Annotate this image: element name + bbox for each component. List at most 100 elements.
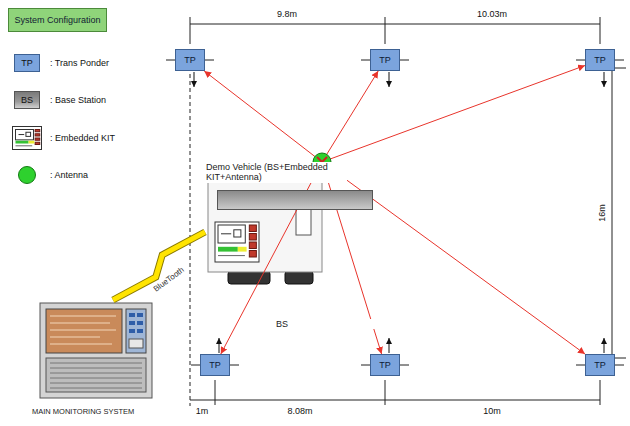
demo-vehicle: BSDemo Vehicle (BS+Embedded KIT+Antenna) bbox=[205, 162, 322, 272]
transponder-label: TP bbox=[379, 360, 391, 370]
dimension-lines-part bbox=[600, 17, 601, 44]
kit-body bbox=[13, 127, 42, 150]
kit-button bbox=[249, 225, 256, 232]
kit-screen-box bbox=[26, 132, 31, 136]
dimension-lines-part bbox=[190, 400, 600, 401]
monitoring-cabinet-part bbox=[46, 358, 146, 392]
dimension-lines-part bbox=[385, 17, 386, 44]
transponder-tick bbox=[576, 60, 585, 61]
kit-body bbox=[215, 222, 259, 262]
kit-icon bbox=[12, 126, 42, 150]
kit-bar bbox=[29, 141, 35, 144]
monitoring-cabinet-part bbox=[50, 330, 116, 331]
node-label: BS bbox=[275, 319, 417, 329]
transponder-box: TP bbox=[370, 49, 400, 71]
monitoring-cabinet-part bbox=[137, 321, 143, 325]
direction-arrow bbox=[604, 72, 605, 87]
dimension-label: 16m bbox=[597, 204, 607, 222]
transponder-label: TP bbox=[594, 360, 606, 370]
kit-screen-line bbox=[19, 134, 25, 135]
kit-button bbox=[35, 130, 40, 132]
kit-screen bbox=[218, 225, 245, 243]
dimension-lines-part bbox=[600, 380, 601, 405]
grille-line bbox=[50, 368, 142, 369]
transponder-box: TP bbox=[200, 354, 230, 376]
legend-text: : Base Station bbox=[50, 95, 106, 105]
title-text: System Configuration bbox=[14, 15, 100, 25]
dimension-label: 10m bbox=[483, 406, 501, 416]
grille-line bbox=[50, 373, 142, 374]
bluetooth-link bbox=[113, 232, 205, 300]
transponder-tick bbox=[191, 365, 200, 366]
kit-screen-line bbox=[221, 233, 231, 234]
grille-line bbox=[50, 378, 142, 379]
transponder-box: TP bbox=[585, 49, 615, 71]
node-label: Demo Vehicle (BS+Embedded KIT+Antenna) bbox=[205, 162, 347, 183]
kit-line bbox=[16, 145, 33, 146]
monitoring-cabinet-part bbox=[129, 321, 135, 325]
legend-text: : Embedded KIT bbox=[50, 133, 115, 143]
dimension-lines-part bbox=[190, 24, 600, 25]
monitoring-cabinet-part bbox=[129, 313, 135, 317]
vehicle-drawing-part bbox=[215, 222, 259, 262]
transponder-tick bbox=[576, 365, 585, 366]
bluetooth-bolt-outline bbox=[113, 232, 205, 300]
direction-arrow bbox=[389, 338, 390, 353]
transponder-tick bbox=[166, 60, 175, 61]
transponder-tick bbox=[205, 60, 214, 61]
transponder-tick bbox=[615, 60, 624, 61]
kit-bar bbox=[238, 247, 247, 252]
transponder-tick bbox=[361, 60, 370, 61]
dimension-lines-part bbox=[215, 380, 216, 405]
kit-button bbox=[35, 138, 40, 140]
dimension-lines-part bbox=[385, 380, 386, 405]
grille-line bbox=[50, 388, 142, 389]
monitoring-cabinet-part bbox=[126, 309, 146, 353]
monitoring-cabinet-part bbox=[50, 363, 142, 388]
node-label: MAIN MONITORING SYSTEM bbox=[32, 407, 134, 416]
dimension-label: 9.8m bbox=[277, 9, 297, 19]
transponder-tick bbox=[230, 365, 239, 366]
legend-swatch: TP bbox=[14, 54, 40, 72]
dimension-lines-part bbox=[190, 17, 191, 44]
monitoring-cabinet-part bbox=[40, 303, 152, 398]
transponder-box: TP bbox=[370, 354, 400, 376]
transponder-box: TP bbox=[175, 49, 205, 71]
direction-arrow bbox=[604, 338, 605, 353]
monitoring-cabinet-part bbox=[50, 316, 116, 317]
transponder-label: TP bbox=[594, 55, 606, 65]
transponder-label: TP bbox=[379, 55, 391, 65]
dimension-lines bbox=[190, 17, 626, 406]
transponder-tick bbox=[400, 365, 409, 366]
transponder-label: TP bbox=[209, 360, 221, 370]
base-station-box: BS bbox=[217, 190, 373, 210]
grille-line bbox=[50, 363, 142, 364]
legend-text: : Trans Ponder bbox=[50, 58, 109, 68]
transponder-marks bbox=[166, 60, 624, 365]
radio-link bbox=[322, 71, 378, 162]
direction-arrow bbox=[194, 72, 195, 87]
transponder-tick bbox=[361, 365, 370, 366]
dimension-lines-part bbox=[612, 68, 613, 358]
radio-link bbox=[204, 71, 322, 162]
monitoring-cabinet-part bbox=[46, 309, 122, 353]
vehicle-drawing-part bbox=[285, 271, 313, 284]
kit-screen bbox=[16, 130, 34, 140]
monitoring-cabinet-part bbox=[129, 329, 135, 333]
kit-button bbox=[35, 142, 40, 144]
title-box: System Configuration bbox=[8, 8, 107, 32]
legend-swatch bbox=[18, 166, 36, 184]
kit-bar bbox=[218, 247, 238, 252]
kit-icon bbox=[12, 126, 42, 150]
dimension-label: 10.03m bbox=[477, 9, 507, 19]
legend-text: : Antenna bbox=[50, 170, 88, 180]
kit-line bbox=[218, 255, 245, 256]
monitoring-cabinet-part bbox=[50, 344, 112, 345]
transponder-tick bbox=[400, 60, 409, 61]
transponder-box: TP bbox=[585, 354, 615, 376]
monitoring-cabinet bbox=[40, 303, 152, 398]
kit-bar bbox=[16, 141, 29, 144]
swatch-label: TP bbox=[21, 58, 33, 68]
dimension-label: 1m bbox=[196, 406, 209, 416]
